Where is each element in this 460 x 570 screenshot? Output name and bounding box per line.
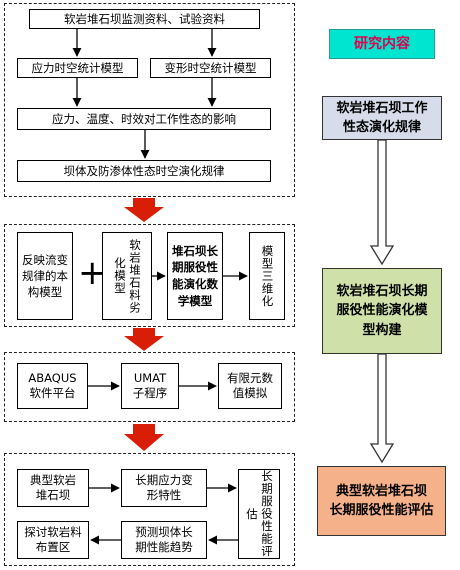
performance-assessment-box: 典型软岩堆石坝 长期服役性能评估: [317, 466, 446, 536]
abaqus-text-1: ABAQUS: [28, 371, 77, 386]
model-3d-text: 模型三维化: [260, 244, 275, 308]
constitutive-model-box: 反映流变规律的本构模型: [17, 232, 73, 320]
abaqus-text-2: 软件平台: [29, 386, 76, 400]
red-arrow-2: [124, 328, 164, 351]
typical-dam-text-1: 典型软岩: [30, 473, 76, 488]
predict-trend-box: 预测坝体长 期性能趋势: [121, 521, 207, 559]
abaqus-box: ABAQUS 软件平台: [17, 363, 88, 409]
fem-box: 有限元数 值模拟: [218, 363, 282, 409]
math-model-box: 堆石坝长期服役性能演化数学模型: [167, 232, 223, 320]
umat-text-2: 子程序: [132, 386, 168, 400]
predict-trend-text-2: 期性能趋势: [135, 540, 193, 554]
performance-eval-box: 长期服役性能评估: [238, 469, 280, 559]
model-3d-box: 模型三维化: [249, 232, 285, 320]
fem-text-2: 值模拟: [232, 386, 268, 400]
model-construction-text-1: 软岩堆石坝长期: [336, 283, 428, 299]
performance-assessment-text-2: 长期服役性能评估: [329, 503, 434, 518]
work-behavior-text-2: 性态演化规律: [342, 120, 421, 135]
stress-model-box: 应力时空统计模型: [17, 58, 138, 78]
fem-text-1: 有限元数: [227, 371, 273, 386]
work-behavior-text-1: 软岩堆石坝工作: [336, 100, 428, 116]
deformation-model-box: 变形时空统计模型: [150, 58, 271, 78]
model-construction-box: 软岩堆石坝长期 服役性能演化模 型构建: [322, 268, 442, 354]
hollow-arrow-1: [369, 139, 395, 266]
predict-trend-text-1: 预测坝体长: [135, 525, 193, 540]
evolution-law-text: 坝体及防渗体性态时空演化规律: [63, 163, 225, 178]
material-zone-box: 探讨软岩料 布置区: [17, 521, 89, 559]
monitoring-data-text: 软岩堆石坝监测资料、试验资料: [64, 11, 225, 26]
math-model-text: 堆石坝长期服役性能演化数学模型: [172, 243, 218, 308]
long-term-stress-text-2: 形特性: [146, 488, 182, 502]
red-arrow-1: [124, 198, 164, 222]
research-content-text: 研究内容: [354, 35, 410, 52]
long-term-stress-box: 长期应力变 形特性: [121, 469, 207, 507]
umat-box: UMAT 子程序: [121, 363, 179, 409]
research-content-label: 研究内容: [329, 29, 435, 59]
influence-text: 应力、温度、时效对工作性态的影响: [52, 111, 236, 126]
performance-assessment-text-1: 典型软岩堆石坝: [335, 483, 427, 499]
degradation-model-text: 软岩堆石料劣化模型: [113, 238, 142, 314]
constitutive-model-text: 反映流变规律的本构模型: [22, 252, 68, 300]
long-term-stress-text-1: 长期应力变: [135, 473, 193, 488]
degradation-model-box: 软岩堆石料劣化模型: [102, 232, 152, 320]
hollow-arrow-2: [369, 353, 395, 464]
model-construction-text-2: 服役性能演化模: [336, 303, 428, 319]
material-zone-text-1: 探讨软岩料: [24, 525, 82, 540]
model-construction-text-3: 型构建: [362, 322, 402, 338]
stress-model-text: 应力时空统计模型: [31, 60, 124, 75]
typical-dam-text-2: 堆石坝: [35, 488, 71, 502]
stage3-frame: [4, 352, 295, 422]
red-arrow-3: [124, 424, 164, 451]
influence-box: 应力、温度、时效对工作性态的影响: [17, 108, 271, 130]
evolution-law-box: 坝体及防渗体性态时空演化规律: [17, 160, 271, 182]
stage4-frame: [4, 453, 295, 566]
stage2-frame: [4, 224, 295, 327]
work-behavior-box: 软岩堆石坝工作 性态演化规律: [322, 96, 442, 140]
performance-eval-text: 长期服役性能评估: [245, 470, 274, 558]
deformation-model-text: 变形时空统计模型: [164, 60, 257, 75]
umat-text-1: UMAT: [133, 371, 167, 386]
typical-dam-box: 典型软岩 堆石坝: [17, 469, 89, 507]
monitoring-data-box: 软岩堆石坝监测资料、试验资料: [29, 9, 260, 29]
material-zone-text-2: 布置区: [35, 540, 71, 554]
stage1-frame: [4, 3, 295, 197]
